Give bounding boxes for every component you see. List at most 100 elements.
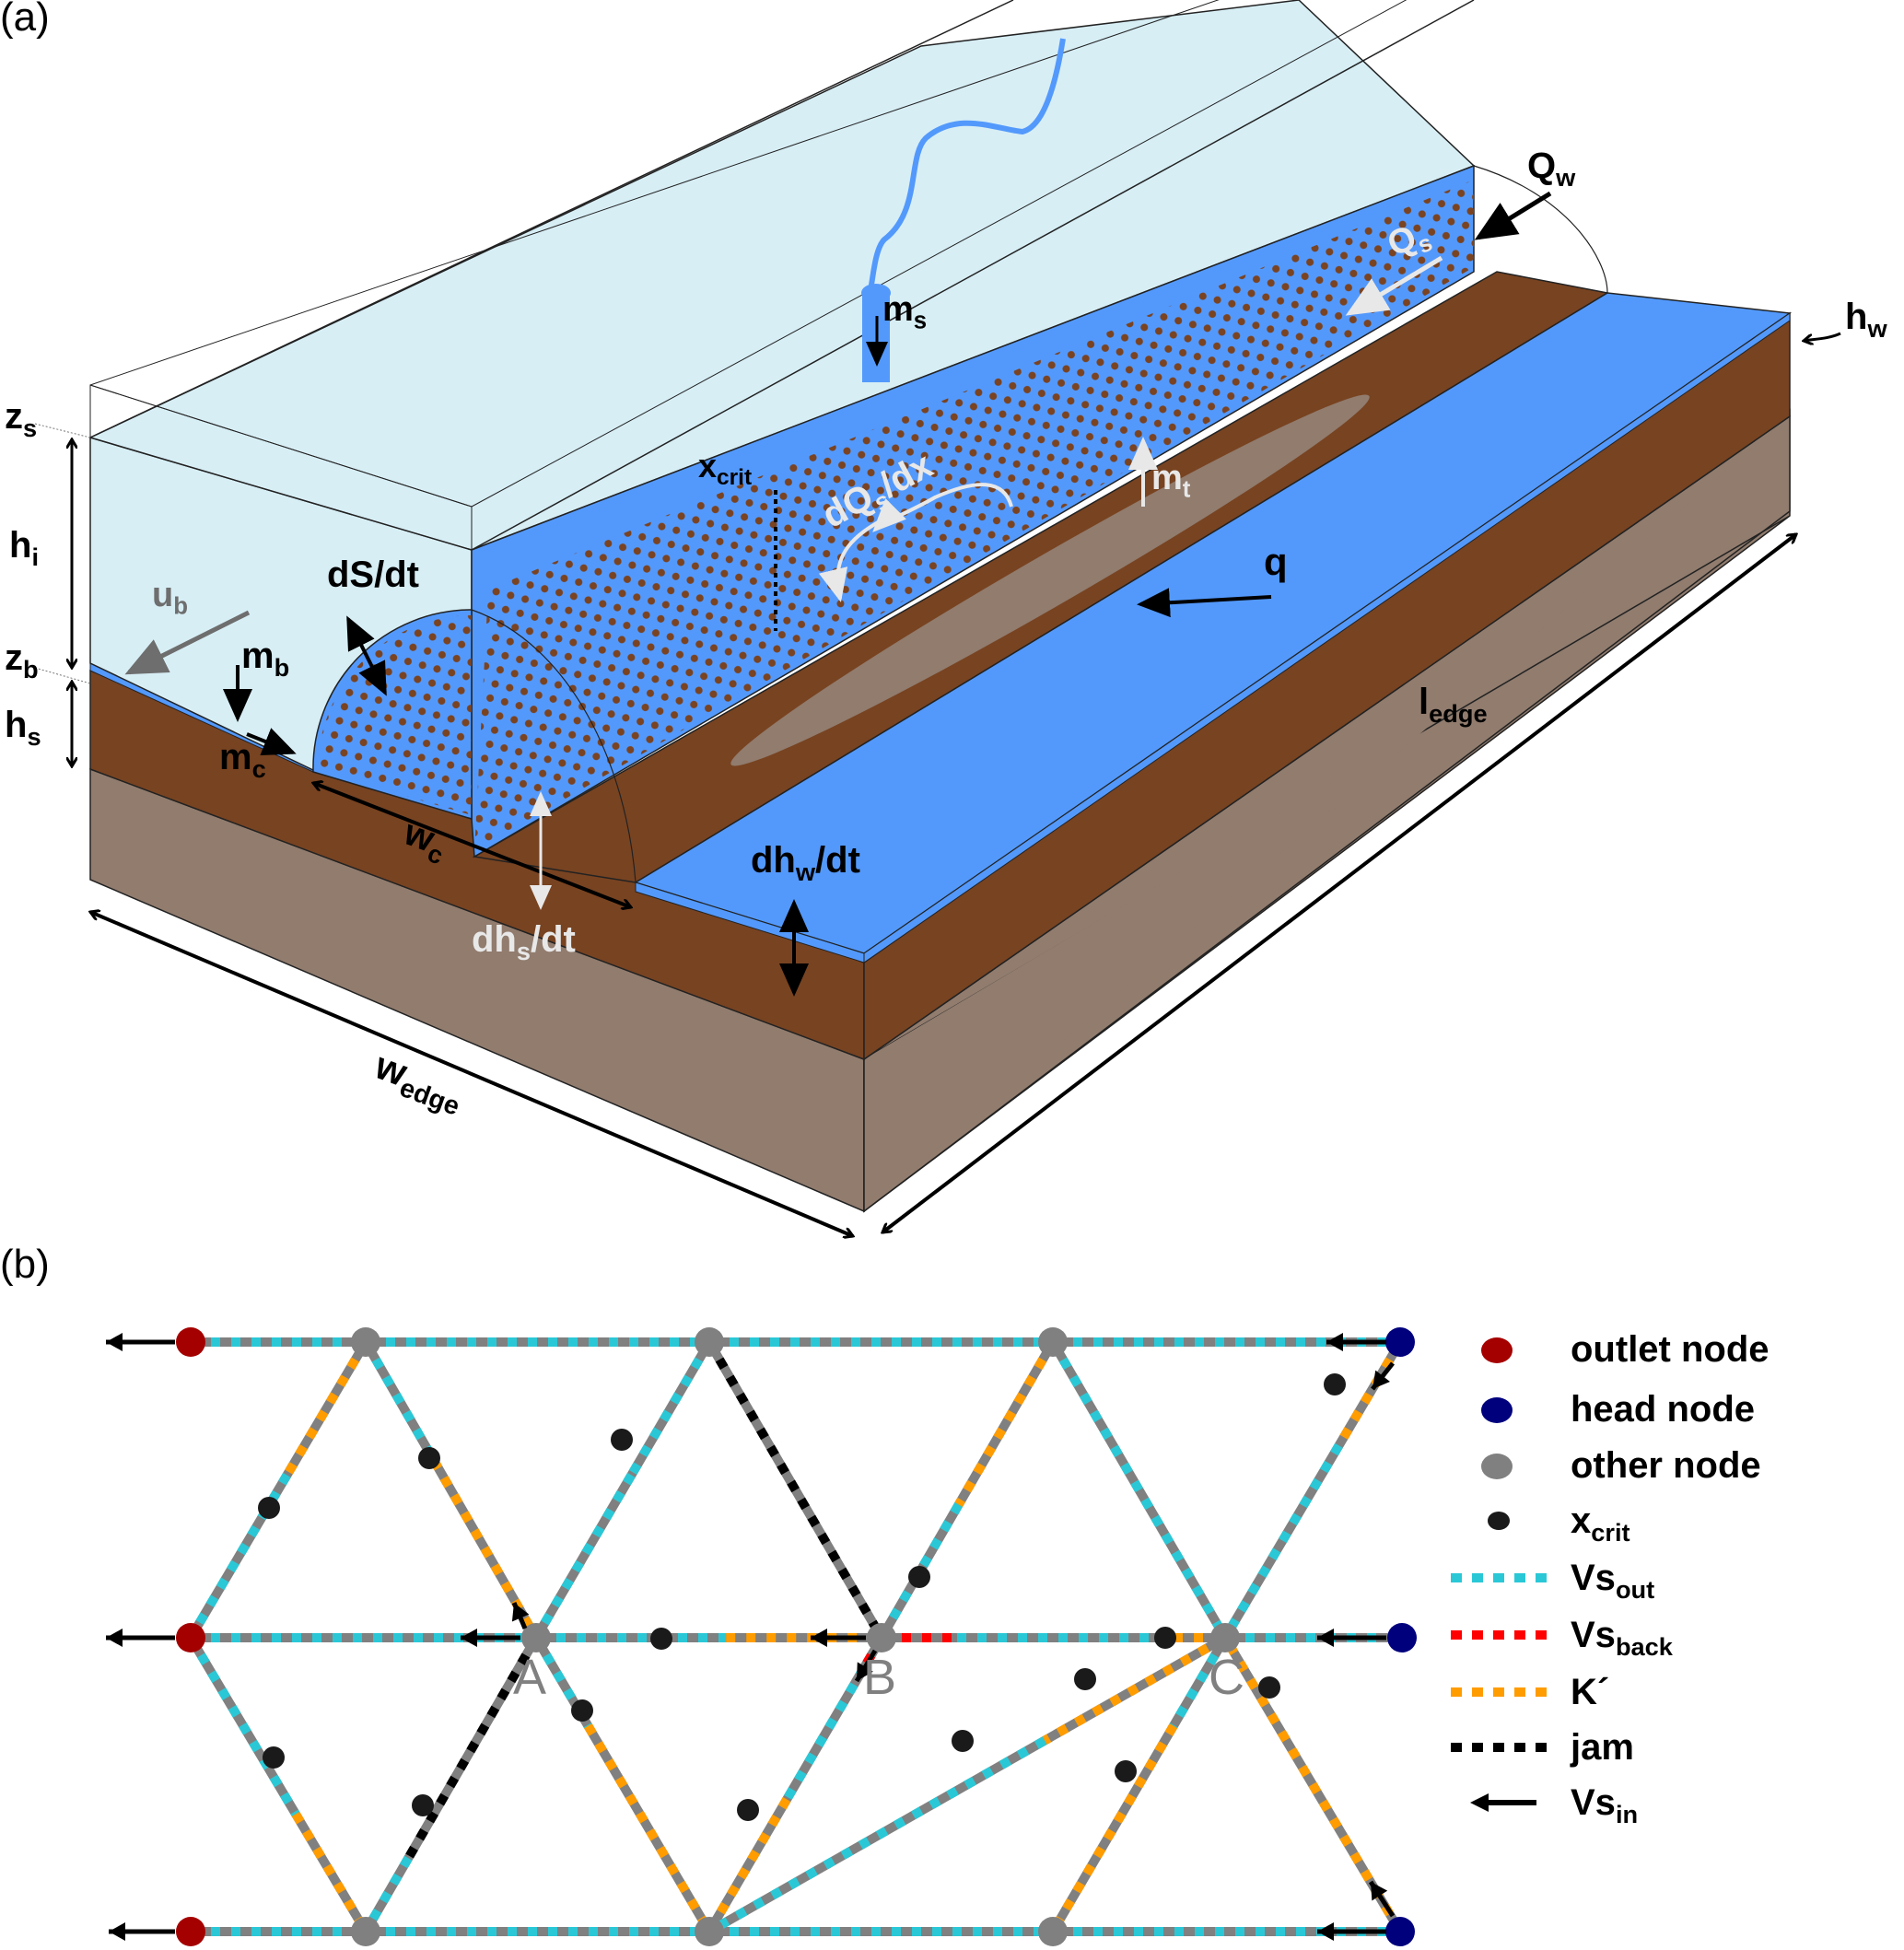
edge-jam-segment (705, 1339, 886, 1641)
moulin-top (861, 284, 891, 302)
other-node (695, 1917, 724, 1946)
label-z-b: zb (5, 637, 39, 683)
edge-k-segment (705, 1796, 791, 1934)
legend-dash-icon (1451, 1687, 1550, 1697)
channel-cross-section-dots (318, 615, 472, 815)
w-edge-arrow (90, 912, 853, 1236)
x-crit-marker (418, 1447, 440, 1469)
edge-out-segment (1221, 1442, 1343, 1641)
m-c-arrow (246, 728, 297, 755)
vs-in-arrowhead (1371, 1882, 1388, 1901)
vs-in-arrowhead (857, 1662, 873, 1681)
legend-dash-icon (1451, 1743, 1550, 1752)
x-crit-marker (1258, 1676, 1280, 1699)
legend-label: xcrit (1571, 1500, 1630, 1547)
edge-out-segment (1169, 1635, 1230, 1729)
edge-out-segment (877, 1502, 964, 1641)
legend-item: jam (1446, 1724, 1888, 1770)
l-edge-arrow (882, 534, 1796, 1232)
legend-item: Vsback (1446, 1612, 1888, 1661)
label-m-t: mt (1151, 459, 1191, 503)
channel-far-arc (1473, 165, 1608, 294)
x-crit-marker (1154, 1627, 1176, 1649)
edge-k-segment (291, 1811, 370, 1934)
edge-out-segment (707, 1736, 1047, 1936)
other-node (1210, 1623, 1240, 1652)
label-ds-dt: dS/dt (327, 555, 419, 595)
x-crit-marker (571, 1699, 593, 1722)
node-label-a: A (513, 1650, 547, 1705)
edge-out-segment (186, 1635, 300, 1816)
vs-in-arrowhead (511, 1603, 530, 1622)
label-h-s: hs (5, 705, 41, 751)
moulin-stream (868, 38, 1066, 291)
outlet-node (176, 1623, 205, 1652)
edge-out-segment (361, 1339, 438, 1463)
x-crit-marker (1324, 1373, 1346, 1395)
label-u-b: ub (152, 576, 188, 620)
network-edge (531, 1339, 714, 1641)
network-edge (186, 1339, 370, 1641)
head-node (1387, 1623, 1417, 1652)
label-z-s: zs (5, 396, 38, 442)
vs-in-arrowhead (1317, 1922, 1334, 1941)
legend-item: K´ (1446, 1669, 1888, 1715)
vs-in-arrowhead (1373, 1370, 1390, 1389)
vs-in-arrowhead (109, 1922, 125, 1941)
ice-top-edge-4 (89, 384, 473, 508)
legend-label: K´ (1571, 1672, 1610, 1712)
vs-in-arrowhead (461, 1629, 477, 1647)
other-node (521, 1623, 551, 1652)
node-label-c: C (1209, 1650, 1244, 1705)
ice-top-edge-3 (471, 0, 1475, 551)
legend-label: jam (1571, 1727, 1634, 1768)
x-crit-marker (650, 1628, 672, 1650)
edge-jam-segment (403, 1635, 541, 1861)
edge-k-segment (283, 1339, 370, 1477)
edge-out-segment (627, 1339, 714, 1477)
legend-item: Vsout (1446, 1555, 1888, 1604)
ice-top-edge (89, 0, 1220, 386)
dqs-dx-arrow (872, 483, 1013, 532)
legend-dash-icon (1451, 1573, 1550, 1582)
x-crit-marker (611, 1429, 633, 1451)
x-crit-marker (263, 1746, 285, 1769)
outlet-node (176, 1327, 205, 1357)
legend-label: outlet node (1571, 1329, 1770, 1370)
outlet-node (176, 1917, 205, 1946)
label-h-i: hi (9, 525, 39, 571)
other-node (695, 1327, 724, 1357)
dqs-dx-arrow-2 (818, 517, 885, 602)
label-q-w: Qw (1527, 146, 1576, 192)
edge-out-segment (361, 1855, 413, 1934)
head-node (1385, 1327, 1415, 1357)
x-crit-marker (1074, 1668, 1096, 1690)
edge-out-segment (1048, 1339, 1230, 1641)
w-c-arrow (313, 783, 631, 907)
node-label-b: B (863, 1650, 897, 1705)
label-m-b: mb (241, 636, 290, 682)
legend-node-icon (1481, 1397, 1513, 1423)
legend-item: outlet node (1446, 1326, 1888, 1372)
vs-in-arrowhead (811, 1629, 827, 1647)
label-m-s: ms (882, 290, 928, 334)
label-h-w: hw (1845, 297, 1887, 343)
legend-xcrit-icon (1488, 1512, 1510, 1530)
ds-dt-arrow (346, 615, 387, 696)
x-crit-marker (908, 1566, 930, 1588)
legend-label: Vsback (1571, 1615, 1673, 1661)
label-m-c: mc (219, 737, 266, 783)
legend-item: Vsin (1446, 1780, 1888, 1828)
vs-in-arrowhead (106, 1629, 123, 1647)
network-edge (361, 1339, 541, 1641)
x-crit-marker (258, 1497, 280, 1519)
label-q: q (1264, 540, 1288, 583)
other-node (1038, 1917, 1068, 1946)
other-node (351, 1917, 380, 1946)
legend-label: Vsout (1571, 1558, 1655, 1604)
other-node (1038, 1327, 1068, 1357)
u-b-arrow (124, 610, 251, 675)
legend-dash-icon (1451, 1630, 1550, 1640)
legend-label: Vsin (1571, 1782, 1639, 1828)
